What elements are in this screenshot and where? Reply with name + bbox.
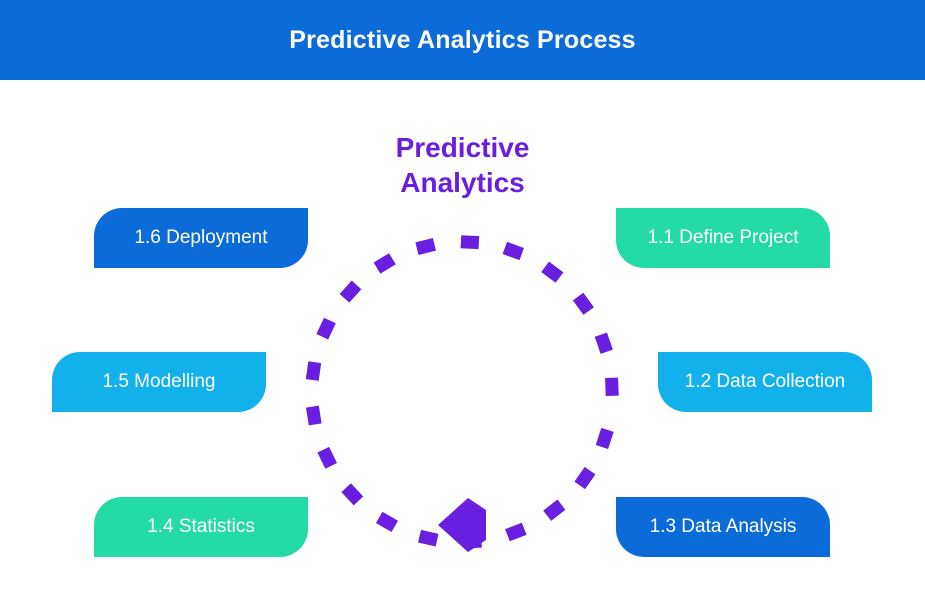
dashed-cycle-ring: [305, 235, 619, 549]
page-title: Predictive Analytics Process: [289, 25, 636, 54]
ring-dash: [305, 405, 322, 426]
ring-dash: [460, 235, 480, 250]
cycle-arrow-head-icon: [438, 498, 486, 552]
ring-dash: [305, 361, 322, 381]
step-define-project: 1.1 Define Project: [616, 208, 830, 268]
ring-dash: [316, 317, 336, 340]
ring-dash: [317, 446, 337, 469]
step-data-analysis: 1.3 Data Analysis: [616, 497, 830, 557]
ring-dash: [502, 241, 524, 261]
step-statistics: 1.4 Statistics: [94, 497, 308, 557]
header-banner: Predictive Analytics Process: [0, 0, 925, 80]
step-label: 1.3 Data Analysis: [649, 516, 797, 537]
step-data-collection: 1.2 Data Collection: [658, 352, 872, 412]
ring-dash: [543, 499, 566, 521]
step-label: 1.1 Define Project: [647, 227, 799, 248]
cycle-title-line-1: Predictive: [395, 132, 530, 163]
step-label: 1.2 Data Collection: [684, 371, 846, 392]
step-label: 1.4 Statistics: [147, 516, 255, 537]
cycle-title-line-2: Analytics: [400, 167, 525, 198]
step-deployment: 1.6 Deployment: [94, 208, 308, 268]
step-modelling: 1.5 Modelling: [52, 352, 266, 412]
step-label: 1.5 Modelling: [102, 371, 216, 392]
ring-dash: [605, 377, 619, 397]
ring-dash: [595, 427, 614, 449]
ring-dash: [375, 511, 399, 533]
ring-dash: [541, 261, 564, 283]
ring-dash: [418, 529, 439, 547]
ring-dash: [505, 522, 527, 542]
ring-dash: [574, 466, 596, 490]
ring-dash: [415, 238, 437, 255]
ring-dash: [339, 280, 362, 303]
cycle-title: Predictive Analytics: [340, 130, 585, 200]
ring-dash: [594, 332, 613, 354]
ring-dash: [373, 253, 396, 274]
ring-dash: [572, 292, 594, 315]
ring-dash: [341, 483, 364, 506]
step-label: 1.6 Deployment: [134, 227, 268, 248]
